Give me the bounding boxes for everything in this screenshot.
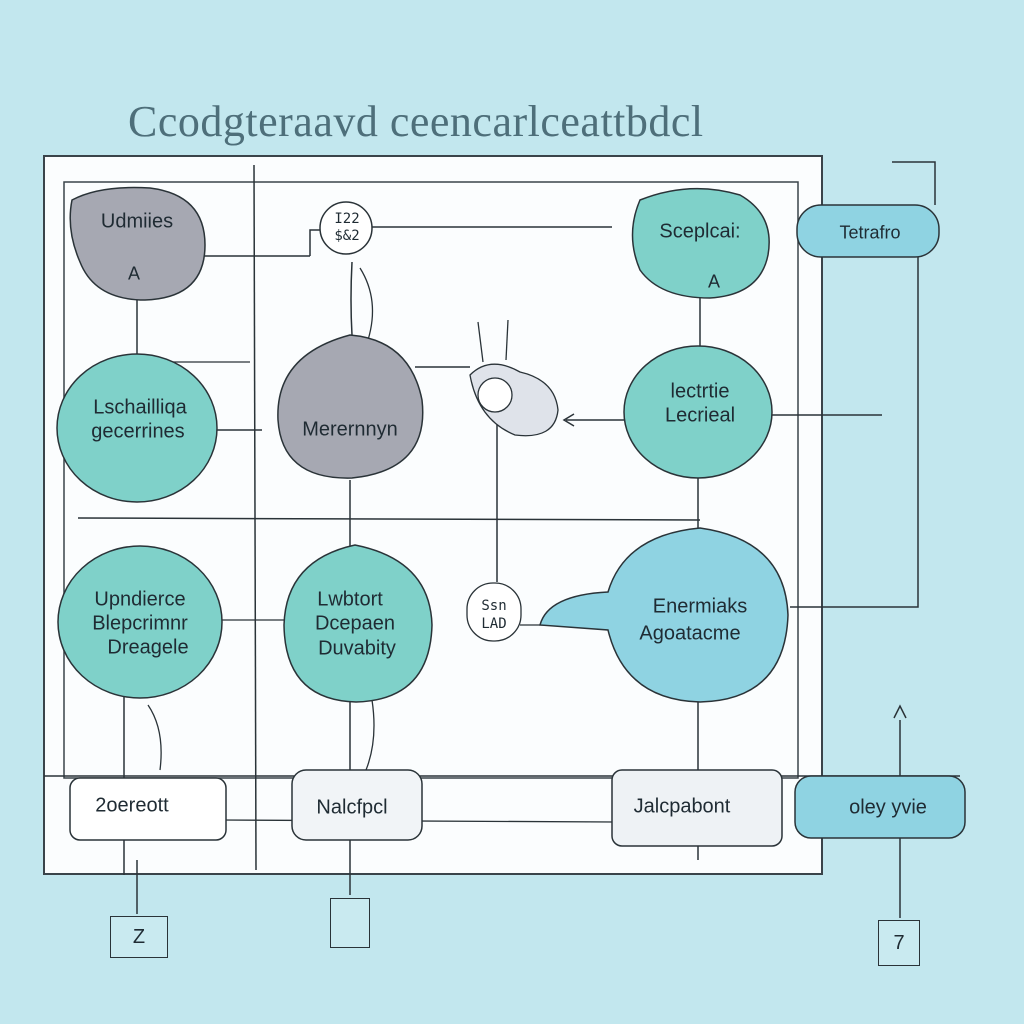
box-left[interactable]: Z (110, 916, 168, 958)
node-sceplcai-mark: A (707, 271, 721, 292)
node-lectrie-shape[interactable] (623, 345, 773, 479)
node-lschaillqa-shape[interactable] (56, 353, 218, 503)
node-zoereott-shape[interactable] (69, 777, 227, 841)
node-lwbtort-line3: Duvabity (318, 637, 396, 660)
node-jalcpabont-shape[interactable] (611, 769, 783, 847)
top-small-link (309, 229, 320, 256)
box-mid[interactable] (330, 898, 370, 948)
node-mid-small-shape[interactable] (466, 582, 522, 642)
node-udmiies-shape[interactable] (69, 186, 206, 301)
node-top-small-line1: I22 (334, 211, 360, 227)
diagram-title: Ccodgteraavd ceencarlceattbdcl (128, 97, 704, 146)
node-top-small-shape[interactable] (319, 201, 373, 255)
upndierce-curve (147, 704, 162, 771)
node-mid-small-line2: LAD (481, 616, 507, 632)
node-merernn-shape[interactable] (277, 334, 424, 479)
connector-top-right (892, 161, 936, 205)
node-lwbtort-shape[interactable] (283, 544, 433, 703)
lwbtort-curve (365, 699, 375, 771)
node-jalcpabont-label: Jalcpabont (633, 795, 731, 818)
node-lwbtort-line2: Dcepaen (314, 612, 396, 635)
node-sceplcai-shape[interactable] (631, 187, 770, 299)
node-enermiaks-line2: Agoatacme (639, 622, 741, 645)
arrowhead-left (562, 413, 575, 427)
node-lectrie-line1: lectrtie (670, 380, 730, 403)
node-nalcfpol-shape[interactable] (291, 769, 423, 841)
face-up-left (477, 321, 484, 363)
node-tetrafro-label: Tetrafro (839, 222, 901, 243)
h-line-mid (77, 517, 701, 521)
merernn-arc (359, 267, 374, 341)
v-line-left (253, 164, 257, 871)
node-oley-yvie-shape[interactable] (794, 775, 966, 839)
node-nalcfpol-label: Nalcfpcl (316, 796, 388, 819)
node-udmiies-label: Udmiies (100, 210, 174, 233)
node-zoereott-label: 2oereott (95, 794, 169, 817)
node-lectrie-line2: Lecrieal (664, 404, 736, 427)
top-small-to-merernn (350, 261, 353, 336)
node-merernn-label: Merernnyn (302, 418, 398, 441)
node-upndierce-line3: Dreagele (107, 636, 189, 659)
face-up-right (505, 319, 509, 361)
node-enermiaks-shape[interactable] (539, 527, 789, 703)
node-mid-small-line1: Ssn (481, 598, 507, 614)
node-lschaillqa-line1: Lschailliqa (93, 396, 187, 419)
inner-frame (63, 181, 799, 779)
node-oley-yvie-label: oley yvie (849, 796, 927, 819)
node-sceplcai-label: Sceplcai: (659, 220, 741, 243)
arrowhead-up-right (893, 704, 907, 719)
face-icon (477, 377, 513, 413)
box-right[interactable]: 7 (878, 920, 920, 966)
node-lwbtort-line1: Lwbtort (317, 588, 383, 611)
node-top-small-line2: $&2 (334, 228, 360, 244)
node-upndierce-shape[interactable] (57, 545, 223, 699)
node-upndierce-line2: Blepcrimnr (92, 612, 188, 635)
node-enermiaks-line1: Enermiaks (652, 595, 748, 618)
node-lschaillqa-line2: gecerrines (91, 420, 185, 443)
node-tetrafro-shape[interactable] (796, 204, 940, 258)
node-upndierce-line1: Upndierce (94, 588, 186, 611)
connector-right (790, 255, 919, 608)
node-udmiies-mark: A (127, 263, 141, 284)
